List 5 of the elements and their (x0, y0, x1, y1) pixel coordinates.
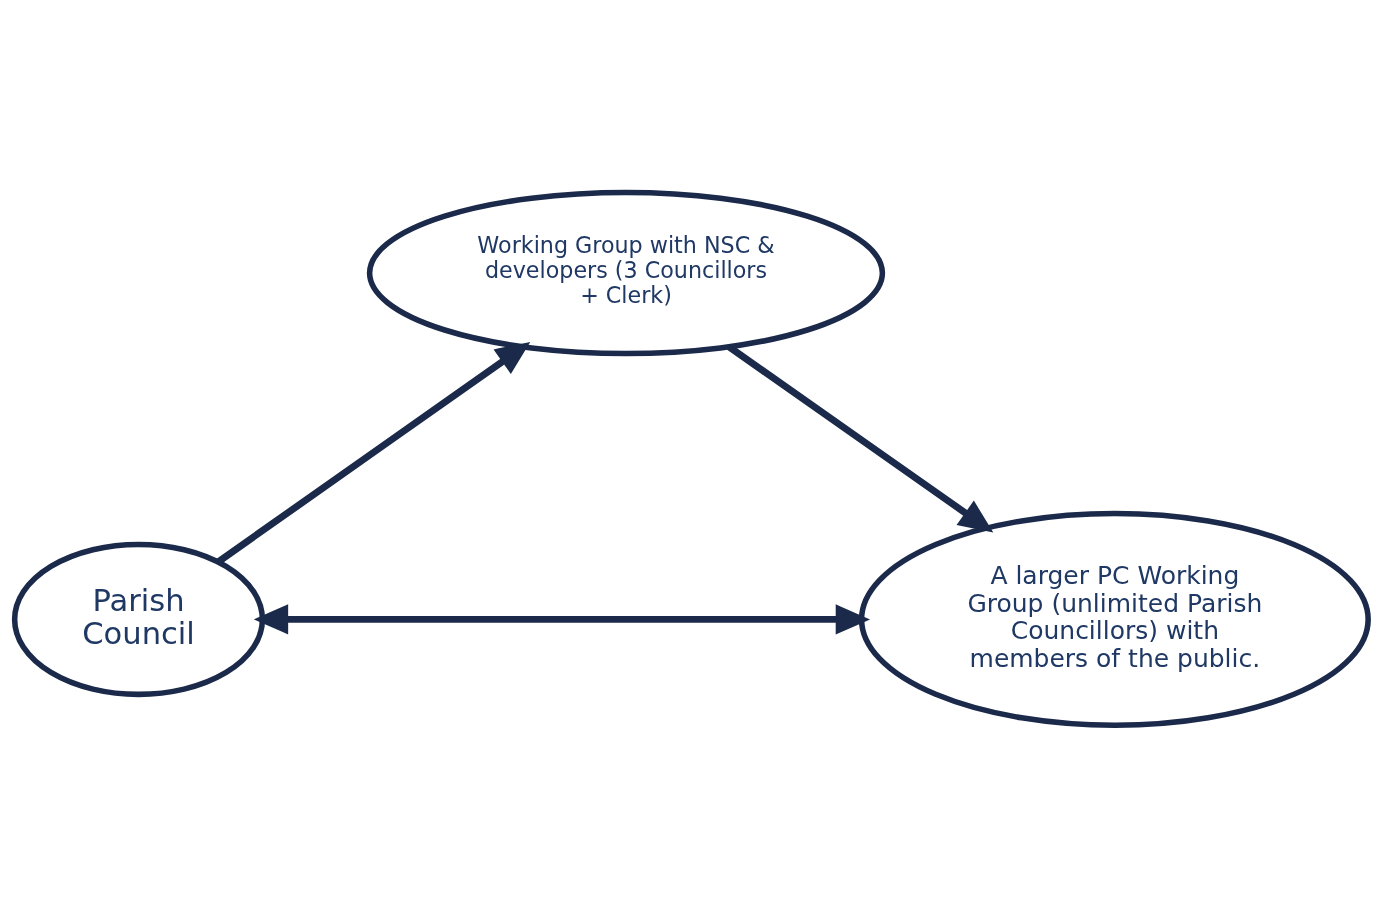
arrow (215, 341, 531, 565)
node-ellipse: Parish Council (11, 541, 266, 698)
node-ellipse: Working Group with NSC & developers (3 Councillors + Clerk) (366, 189, 886, 357)
node-ellipse: A larger PC Working Group (unlimited Parish Councillors) with members of the public. (858, 510, 1371, 729)
arrow (253, 604, 871, 635)
